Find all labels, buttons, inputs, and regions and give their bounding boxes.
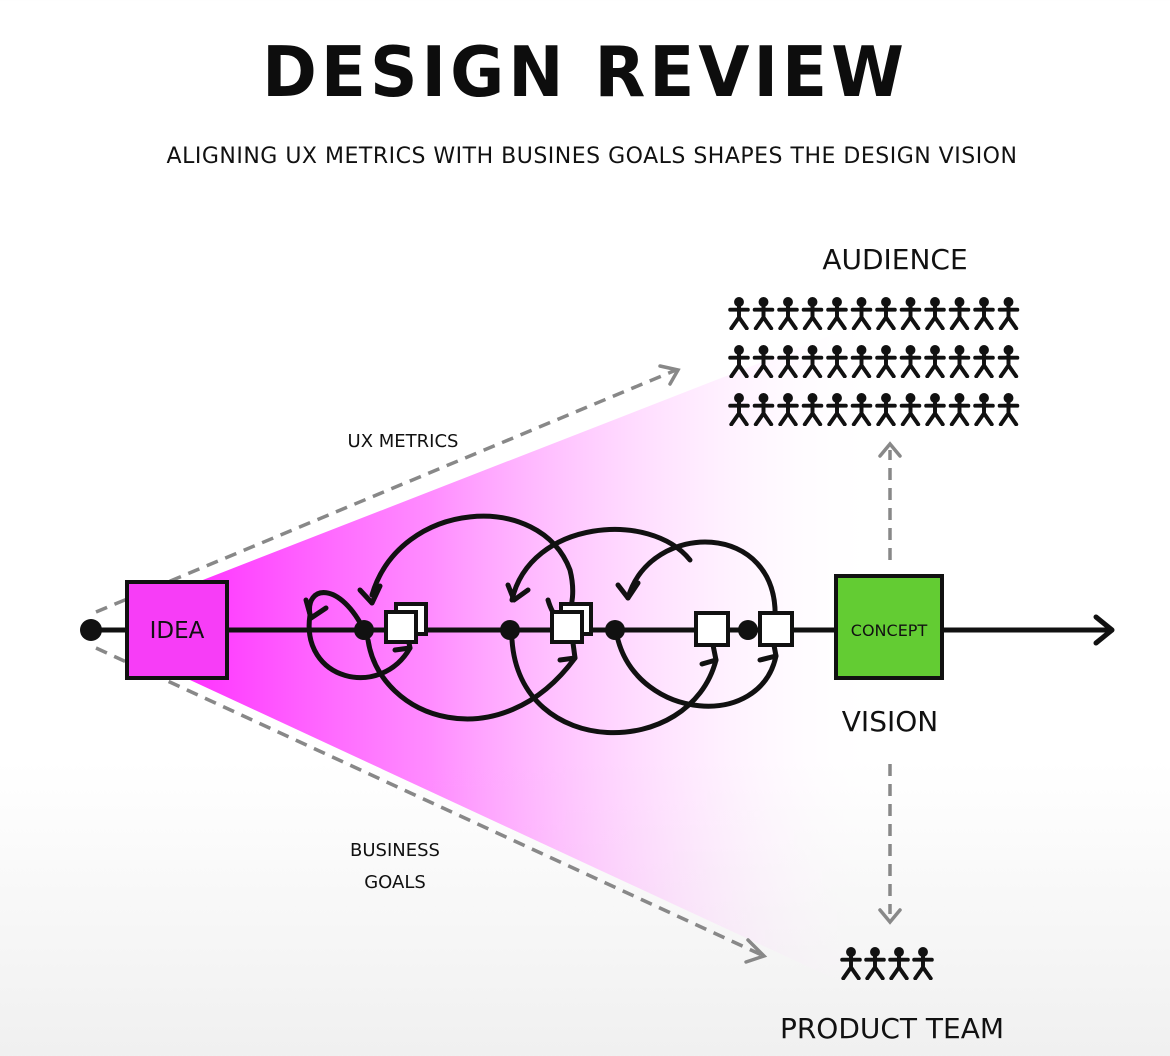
page-title: DESIGN REVIEW xyxy=(262,32,908,113)
product-team-label: PRODUCT TEAM xyxy=(780,1012,1004,1045)
person-icon xyxy=(730,297,748,328)
person-icon xyxy=(975,297,993,328)
person-icon xyxy=(975,393,993,424)
arrow-head-icon xyxy=(615,580,641,601)
person-icon xyxy=(890,947,908,978)
person-icon xyxy=(877,297,895,328)
arrow-head-icon xyxy=(744,938,768,964)
ux-metrics-label: UX METRICS xyxy=(348,431,459,452)
funnel-dashed-edges xyxy=(95,368,765,958)
person-icon xyxy=(1000,393,1018,424)
audience-label: AUDIENCE xyxy=(822,243,967,276)
funnel-wedge xyxy=(190,320,880,1000)
arrow-head-icon xyxy=(505,582,531,603)
person-icon xyxy=(951,297,969,328)
person-icon xyxy=(951,393,969,424)
concept-box xyxy=(834,574,944,680)
arrow-head-icon xyxy=(557,640,578,663)
person-icon xyxy=(926,393,944,424)
business-goals-label-line1: BUSINESS xyxy=(350,840,440,861)
person-icon xyxy=(1000,297,1018,328)
vision-label: VISION xyxy=(842,705,938,738)
prototype-squares xyxy=(384,602,794,647)
person-icon xyxy=(877,393,895,424)
iteration-loops xyxy=(306,513,779,735)
concept-label: CONCEPT xyxy=(851,621,928,640)
person-icon xyxy=(755,297,773,328)
person-icon xyxy=(877,345,895,376)
person-icon xyxy=(951,345,969,376)
person-icon xyxy=(902,345,920,376)
arrow-head-icon xyxy=(878,441,902,458)
idea-label: IDEA xyxy=(150,618,205,644)
arrow-head-icon xyxy=(357,583,383,606)
timeline-arrow-icon xyxy=(1093,614,1115,646)
arrow-head-icon xyxy=(878,908,902,925)
business-goals-label-line2: GOALS xyxy=(364,872,426,893)
arrow-head-icon xyxy=(658,364,681,386)
person-icon xyxy=(926,297,944,328)
person-icon xyxy=(975,345,993,376)
person-icon xyxy=(926,345,944,376)
person-icon xyxy=(1000,345,1018,376)
person-icon xyxy=(828,297,846,328)
person-icon xyxy=(902,297,920,328)
page-subtitle: ALIGNING UX METRICS WITH BUSINES GOALS S… xyxy=(166,144,1018,169)
person-icon xyxy=(804,297,822,328)
person-icon xyxy=(902,393,920,424)
iteration-dots xyxy=(354,620,758,640)
person-icon xyxy=(914,947,932,978)
dashed-arrow-heads xyxy=(658,364,768,964)
arrow-head-icon xyxy=(303,597,329,621)
idea-box xyxy=(125,580,229,680)
arrow-head-icon xyxy=(699,642,719,667)
timeline-start-dot xyxy=(80,619,102,641)
person-icon xyxy=(779,297,797,328)
